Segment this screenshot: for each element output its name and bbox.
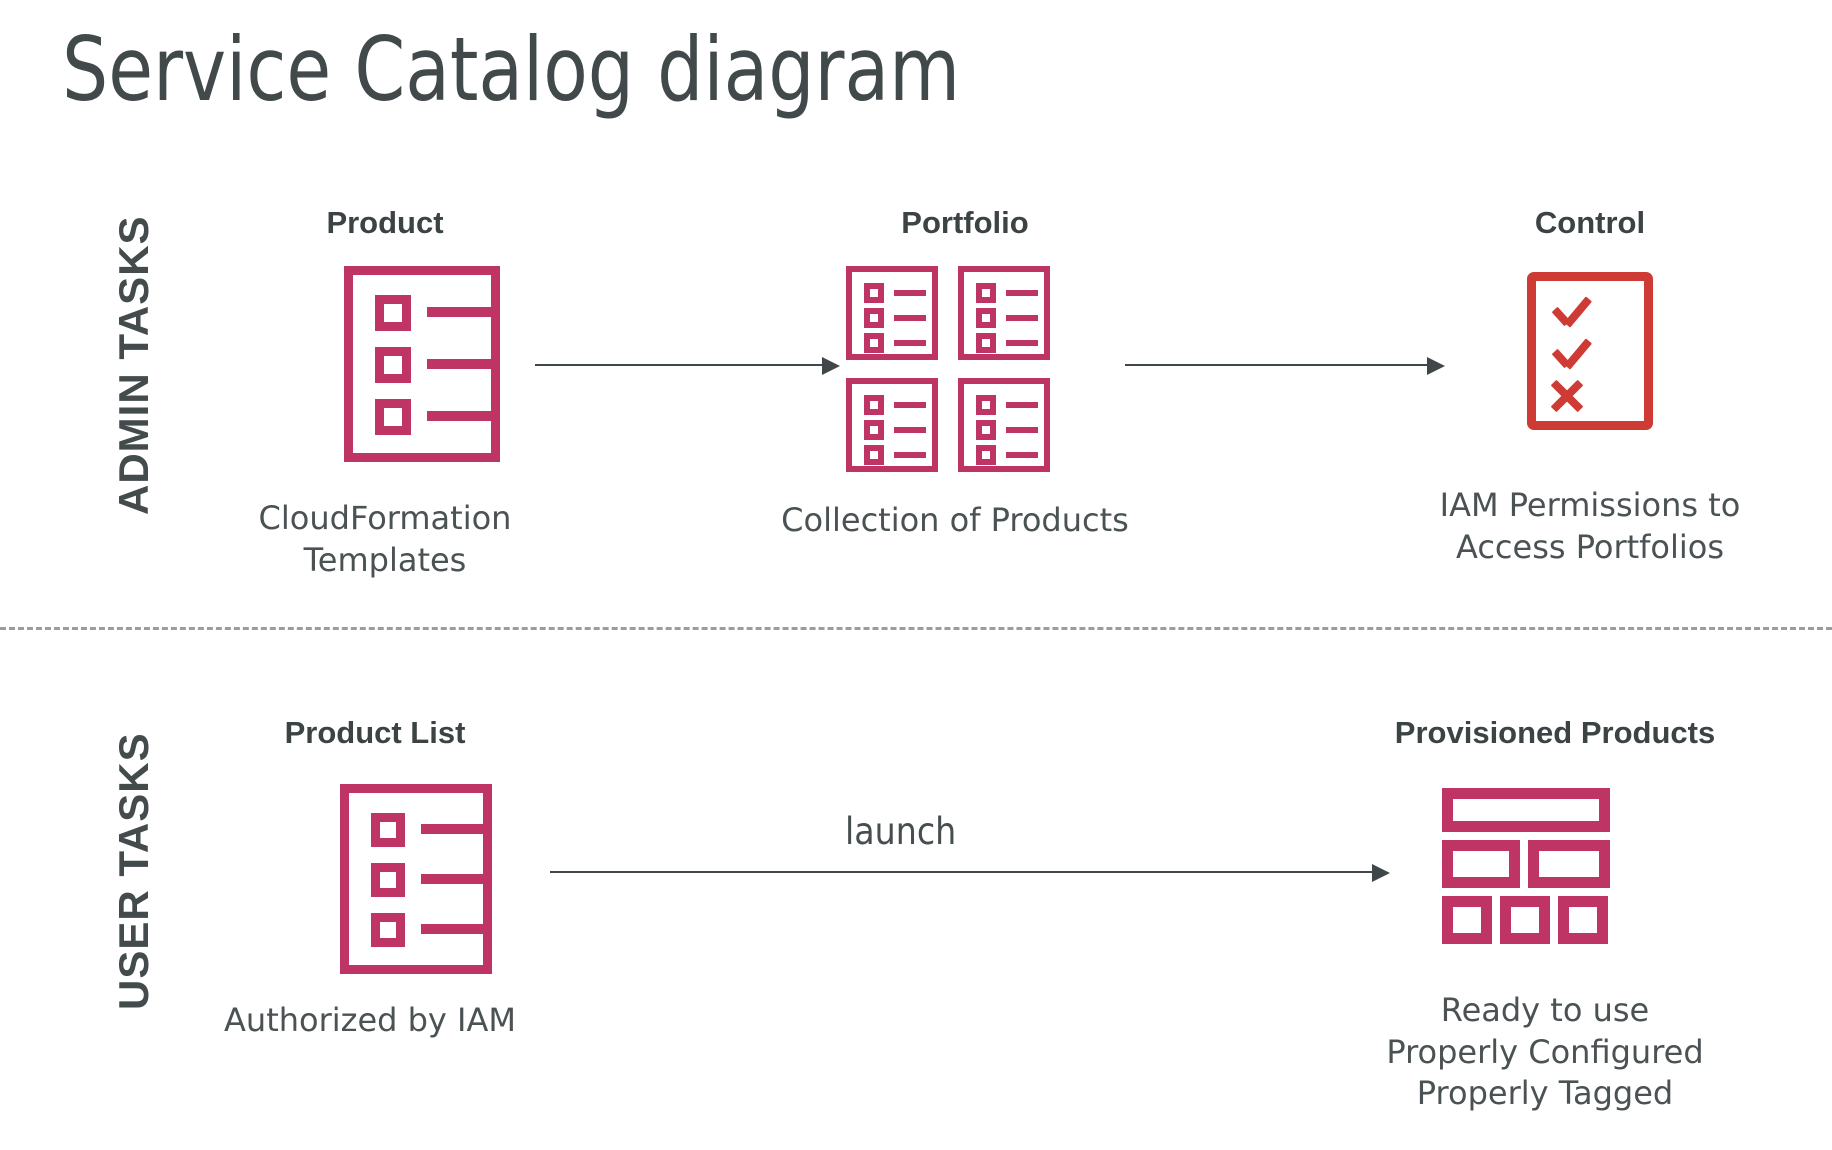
provisioned-block-small [1442,896,1492,944]
provisioned-block-medium [1442,840,1520,888]
page-title: Service Catalog diagram [62,18,961,121]
caption-product-list: Authorized by IAM [224,1001,516,1039]
list-checkbox [864,283,884,303]
document-list-icon [344,266,500,462]
portfolio-item-product [846,266,938,360]
swimlane-label-admin-tasks: ADMIN TASKS [110,215,157,515]
list-checkbox [864,395,884,415]
list-line [421,874,483,884]
portfolio-item-product [846,378,938,472]
caption-product: CloudFormation Templates [258,499,512,579]
arrow-portfolio-to-control [1125,355,1445,375]
list-checkbox [375,347,411,383]
list-checkbox [976,395,996,415]
node-heading-product-list: Product List [284,715,466,750]
list-line [894,290,926,296]
arrow-productlist-to-provisioned [550,862,1390,882]
list-line [1006,315,1038,321]
document-list-icon [340,784,492,974]
list-line [1006,452,1038,458]
provisioned-blocks-icon [1442,788,1610,958]
provisioned-block-small [1500,896,1550,944]
check-mark-icon [1550,297,1588,317]
caption-control: IAM Permissions to Access Portfolios [1439,486,1741,566]
list-line [1006,427,1038,433]
list-line [894,315,926,321]
list-line [894,340,926,346]
list-checkbox [864,333,884,353]
swimlane-label-user-tasks: USER TASKS [110,732,157,1010]
list-line [427,359,491,369]
node-heading-product: Product [326,205,444,240]
arrow-head [1372,864,1390,882]
list-line [421,824,483,834]
arrow-shaft [550,871,1374,873]
list-line [894,452,926,458]
list-checkbox [976,420,996,440]
portfolio-item-product [958,378,1050,472]
list-checkbox [976,445,996,465]
list-checkbox [864,420,884,440]
portfolio-grid-icon [846,266,1056,474]
arrow-shaft [1125,364,1429,366]
list-line [1006,340,1038,346]
list-checkbox [371,913,405,947]
cross-mark-icon [1550,379,1584,413]
control-checklist-icon [1527,272,1653,430]
list-checkbox [864,445,884,465]
provisioned-block-medium [1528,840,1610,888]
caption-portfolio: Collection of Products [781,501,1129,539]
node-heading-provisioned-products: Provisioned Products [1394,715,1716,750]
portfolio-item-product [958,266,1050,360]
list-line [894,402,926,408]
list-checkbox [375,399,411,435]
arrow-head [822,357,840,375]
list-checkbox [976,283,996,303]
swimlane-divider [0,627,1832,630]
node-heading-portfolio: Portfolio [901,205,1029,240]
provisioned-block-small [1558,896,1608,944]
list-line [421,924,483,934]
arrow-label-launch: launch [845,810,957,853]
list-checkbox [976,333,996,353]
check-mark-icon [1550,339,1588,359]
provisioned-block-wide [1442,788,1610,832]
list-line [1006,290,1038,296]
list-checkbox [976,308,996,328]
list-checkbox [371,813,405,847]
list-checkbox [375,295,411,331]
list-checkbox [371,863,405,897]
arrow-head [1427,357,1445,375]
node-heading-control: Control [1534,205,1646,240]
list-line [1006,402,1038,408]
list-line [427,307,491,317]
arrow-product-to-portfolio [535,355,840,375]
caption-provisioned-products: Ready to use Properly Configured Properl… [1386,991,1704,1113]
list-line [894,427,926,433]
list-line [427,411,491,421]
arrow-shaft [535,364,824,366]
list-checkbox [864,308,884,328]
